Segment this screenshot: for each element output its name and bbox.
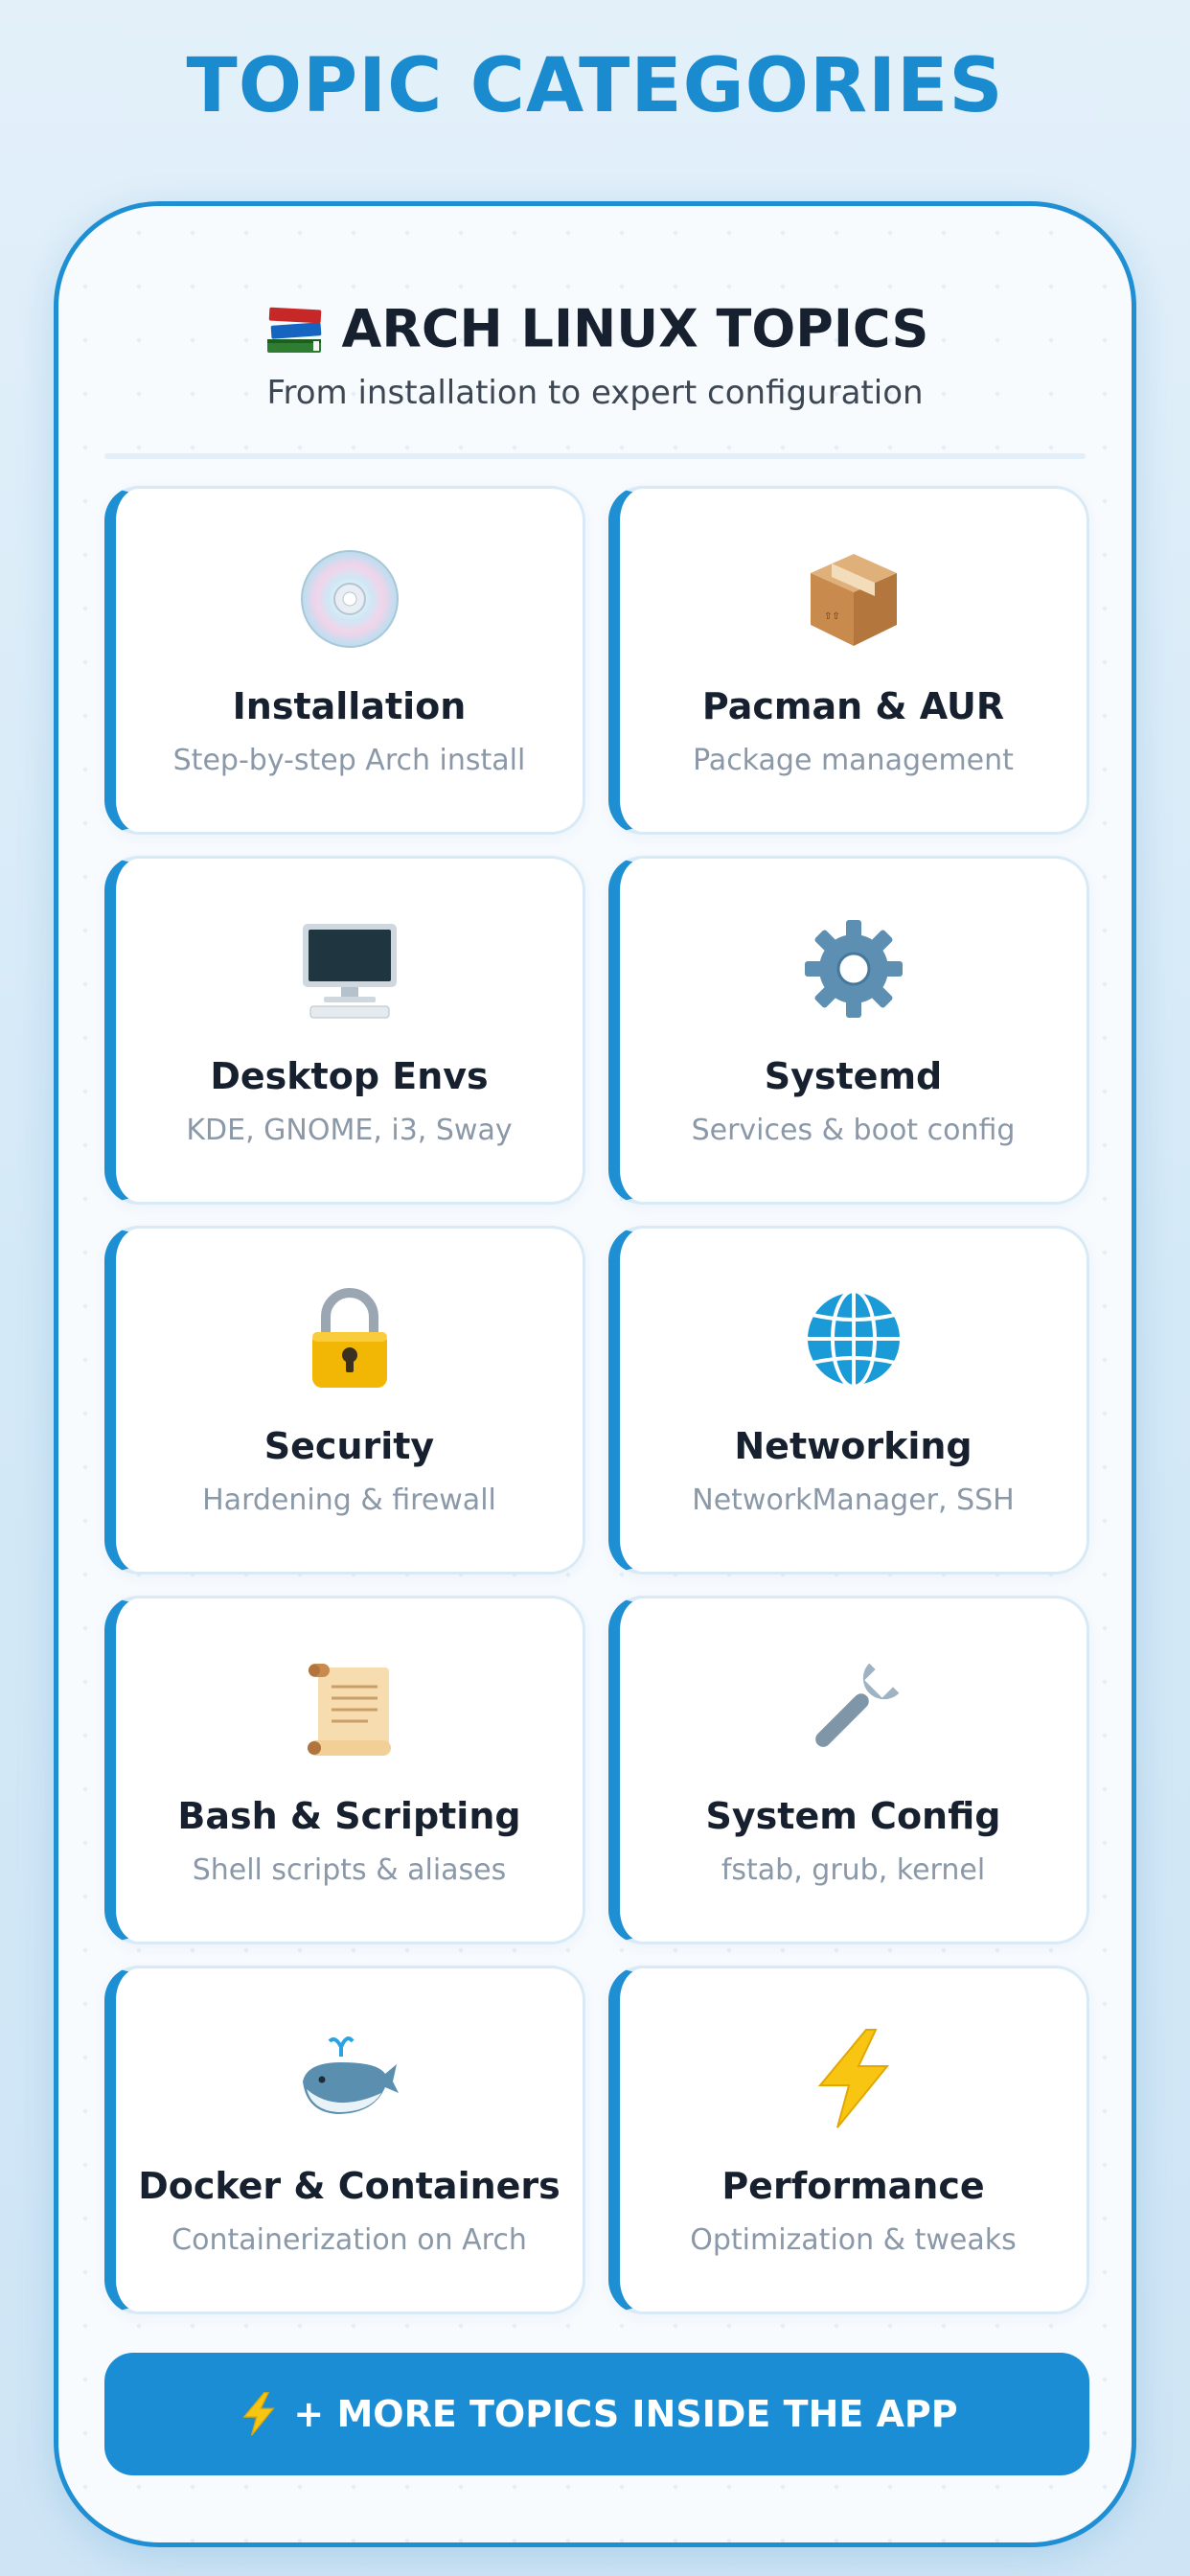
topics-header: ARCH LINUX TOPICS (58, 288, 1132, 367)
whale-icon (297, 2026, 402, 2131)
topic-description: fstab, grub, kernel (721, 1853, 986, 1887)
package-icon: ⇧⇧ (801, 546, 906, 652)
more-topics-label: + MORE TOPICS INSIDE THE APP (293, 2393, 958, 2435)
wrench-icon (801, 1656, 906, 1761)
topic-grid: Installation Step-by-step Arch install ⇧… (104, 486, 1089, 2318)
topic-title: Security (263, 1425, 435, 1467)
topic-title: Desktop Envs (210, 1055, 489, 1097)
more-topics-button[interactable]: + MORE TOPICS INSIDE THE APP (104, 2353, 1089, 2475)
scroll-icon (297, 1656, 402, 1761)
topic-title: Bash & Scripting (177, 1795, 521, 1837)
desktop-computer-icon (297, 916, 402, 1022)
topic-description: KDE, GNOME, i3, Sway (186, 1114, 513, 1147)
topic-description: Services & boot config (691, 1114, 1016, 1147)
topic-card-installation[interactable]: Installation Step-by-step Arch install (104, 486, 585, 835)
gear-icon (801, 916, 906, 1022)
topic-card-bash-scripting[interactable]: Bash & Scripting Shell scripts & aliases (104, 1596, 585, 1944)
topic-card-docker-containers[interactable]: Docker & Containers Containerization on … (104, 1966, 585, 2314)
topic-title: Performance (721, 2165, 985, 2207)
topic-description: Shell scripts & aliases (192, 1853, 507, 1887)
topic-card-systemd[interactable]: Systemd Services & boot config (608, 856, 1089, 1205)
lock-icon (297, 1286, 402, 1392)
topic-description: Step-by-step Arch install (172, 744, 526, 777)
topics-header-title: ARCH LINUX TOPICS (341, 298, 929, 359)
topic-title: Networking (734, 1425, 973, 1467)
topic-card-security[interactable]: Security Hardening & firewall (104, 1226, 585, 1575)
topic-description: Hardening & firewall (202, 1484, 496, 1517)
header-divider (104, 453, 1086, 459)
topic-title: Systemd (764, 1055, 943, 1097)
books-icon (262, 295, 329, 362)
phone-frame: ARCH LINUX TOPICS From installation to e… (54, 201, 1136, 2547)
svg-text:⇧⇧: ⇧⇧ (824, 611, 840, 622)
disc-icon (297, 546, 402, 652)
lightning-icon (236, 2391, 282, 2437)
topic-card-desktop-envs[interactable]: Desktop Envs KDE, GNOME, i3, Sway (104, 856, 585, 1205)
topic-title: Pacman & AUR (701, 685, 1005, 727)
topics-header-subtitle: From installation to expert configuratio… (266, 374, 924, 412)
topic-description: Containerization on Arch (172, 2223, 527, 2257)
topic-description: Optimization & tweaks (690, 2223, 1017, 2257)
topic-title: System Config (705, 1795, 1001, 1837)
topic-title: Installation (232, 685, 467, 727)
lightning-icon (801, 2026, 906, 2131)
topic-card-performance[interactable]: Performance Optimization & tweaks (608, 1966, 1089, 2314)
globe-icon (801, 1286, 906, 1392)
page-title: TOPIC CATEGORIES (186, 43, 1004, 129)
topic-title: Docker & Containers (138, 2165, 561, 2207)
topic-card-pacman-aur[interactable]: ⇧⇧ Pacman & AUR Package management (608, 486, 1089, 835)
topic-card-networking[interactable]: Networking NetworkManager, SSH (608, 1226, 1089, 1575)
topic-description: NetworkManager, SSH (692, 1484, 1015, 1517)
topic-card-system-config[interactable]: System Config fstab, grub, kernel (608, 1596, 1089, 1944)
topic-description: Package management (693, 744, 1014, 777)
